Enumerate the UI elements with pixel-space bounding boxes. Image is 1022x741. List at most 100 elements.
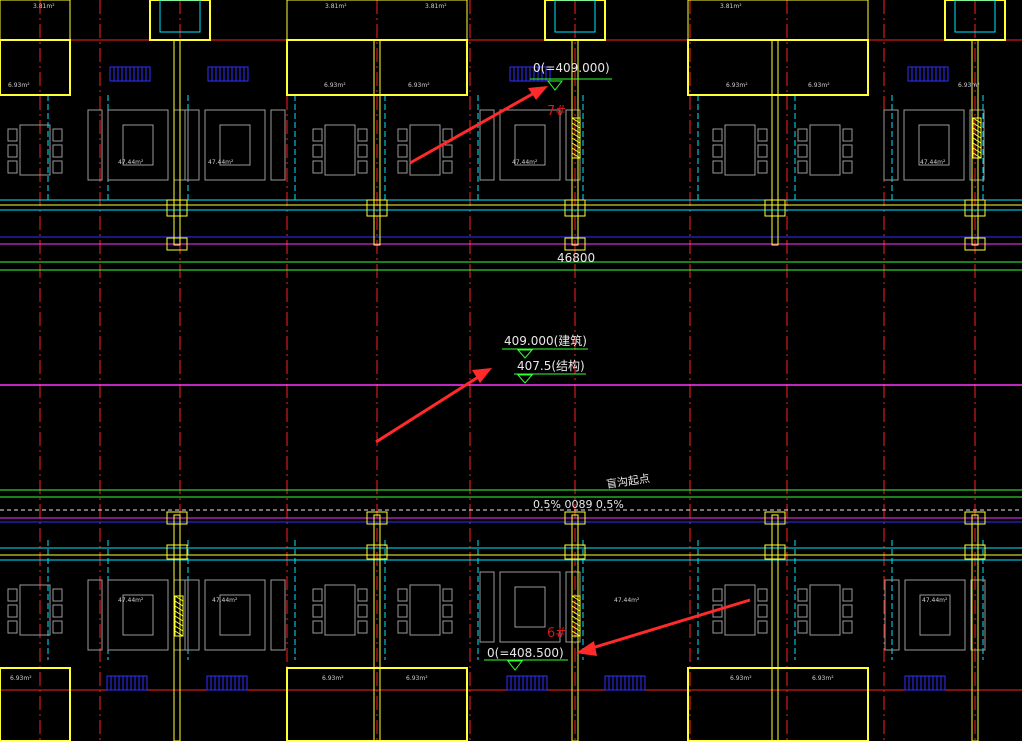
armchair [173, 109, 189, 181]
dining-table [324, 584, 356, 636]
column [564, 511, 586, 525]
arrow-annotation-top [409, 86, 548, 165]
hatch-line [571, 605, 581, 612]
hatch-line [571, 620, 581, 627]
chair [757, 604, 768, 618]
chair [357, 144, 368, 158]
chair [842, 144, 853, 158]
sofa-set [204, 109, 266, 181]
bottom-unit-number: 6# [547, 626, 567, 641]
dining-table [409, 124, 441, 176]
elevator-shaft [149, 0, 211, 41]
armchair [87, 579, 103, 651]
column [964, 544, 986, 560]
hatch-line [174, 610, 184, 617]
room-wall [0, 667, 71, 741]
elevator-car [954, 0, 996, 33]
room-area-label: 47.44m² [512, 159, 538, 166]
hatch-line [571, 117, 581, 124]
chair [7, 620, 18, 634]
chair [712, 620, 723, 634]
dining-table [724, 584, 756, 636]
column [964, 237, 986, 251]
hatch-line [174, 595, 184, 602]
hatch-line [972, 117, 982, 124]
sofa-set [903, 109, 965, 181]
chair [312, 144, 323, 158]
chair [797, 128, 808, 142]
top-elevation-label: 0(=409.000) [533, 61, 610, 75]
dining-table [19, 584, 51, 636]
chair [842, 604, 853, 618]
chair [52, 588, 63, 602]
chair [712, 128, 723, 142]
coffee-table [919, 594, 951, 636]
armchair [270, 579, 286, 651]
column [166, 199, 188, 217]
room-area-label: 6.93m² [726, 82, 748, 89]
hatch-line [571, 137, 581, 144]
room-area-label: 3.81m² [325, 3, 347, 10]
chair [797, 620, 808, 634]
room-area-label: 6.93m² [322, 675, 344, 682]
coffee-table [219, 594, 251, 636]
chair [7, 604, 18, 618]
elevation-marker-bottom [484, 659, 568, 671]
chair [757, 160, 768, 174]
armchair [184, 109, 200, 181]
slope-label: 0.5% 0089 0.5% [533, 498, 624, 511]
chair [442, 604, 453, 618]
column [764, 544, 786, 560]
chair [312, 160, 323, 174]
armchair [184, 579, 200, 651]
chair [712, 144, 723, 158]
chair [7, 144, 18, 158]
room-area-label: 6.93m² [406, 675, 428, 682]
chair [397, 620, 408, 634]
chair [357, 128, 368, 142]
column [366, 199, 388, 217]
chair [797, 160, 808, 174]
armchair [479, 109, 495, 181]
hatch-line [972, 147, 982, 154]
structural-elevation-label: 407.5(结构) [517, 359, 585, 373]
armchair [270, 109, 286, 181]
column [166, 237, 188, 251]
room-area-label: 6.93m² [808, 82, 830, 89]
hatch-line [571, 630, 581, 637]
chair [397, 588, 408, 602]
room-area-label: 47.44m² [118, 159, 144, 166]
chair [52, 128, 63, 142]
wall-segment [771, 39, 779, 246]
column [166, 511, 188, 525]
armchair [87, 109, 103, 181]
hatch-line [571, 147, 581, 154]
column [964, 199, 986, 217]
room-area-label: 47.44m² [212, 597, 238, 604]
column [166, 544, 188, 560]
chair [757, 620, 768, 634]
sofa-set [499, 109, 561, 181]
chair [397, 604, 408, 618]
room-area-label: 47.44m² [614, 597, 640, 604]
hatch-line [571, 600, 581, 607]
room-area-label: 6.93m² [10, 675, 32, 682]
hatch-line [571, 615, 581, 622]
chair [397, 144, 408, 158]
column [564, 544, 586, 560]
chair [442, 144, 453, 158]
room-area-label: 6.93m² [408, 82, 430, 89]
hatch-line [972, 137, 982, 144]
chair [842, 620, 853, 634]
room-area-label: 6.93m² [730, 675, 752, 682]
dining-table [324, 124, 356, 176]
hatch-line [571, 127, 581, 134]
chair [312, 604, 323, 618]
coffee-table [514, 586, 546, 628]
chair [842, 128, 853, 142]
armchair [479, 571, 495, 643]
chair [52, 160, 63, 174]
wall-segment [373, 514, 381, 741]
